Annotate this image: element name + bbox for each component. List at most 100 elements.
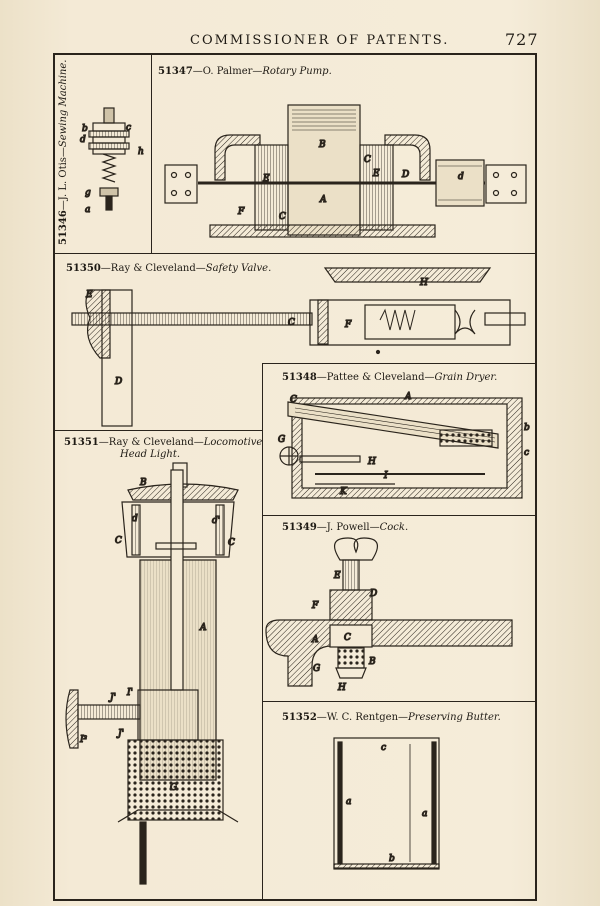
- figure-letter: G: [170, 783, 177, 793]
- caption-51351: 51351—Ray & Cleveland—Locomotive: [64, 437, 262, 448]
- figure-letter: E: [262, 174, 270, 184]
- figure-letter: C: [115, 536, 122, 546]
- figure-letter: H: [419, 278, 428, 288]
- figure-letter: c: [126, 123, 131, 133]
- caption-sep: —: [316, 372, 327, 383]
- figure-letter: D: [369, 589, 377, 599]
- figure-letter: d: [458, 172, 464, 182]
- figure-letter: F: [237, 207, 245, 217]
- figure-letter: D: [401, 170, 409, 180]
- figure-letter: a: [422, 809, 427, 819]
- figure-letter: G: [278, 435, 285, 445]
- invention-title-line2: Head Light.: [120, 449, 181, 460]
- figure-letter: h: [138, 147, 144, 157]
- invention-title: Grain Dryer.: [434, 372, 498, 383]
- patent-number: 51347: [158, 66, 193, 77]
- caption-sep: —: [252, 66, 263, 77]
- figure-letter: I²: [79, 735, 88, 745]
- inventor: Pattee & Cleveland: [326, 372, 425, 383]
- butter-figure: c a a b: [333, 737, 440, 870]
- figure-letter: B: [139, 478, 147, 488]
- figure-letter: d': [212, 516, 220, 526]
- invention-title: Cock.: [379, 522, 409, 533]
- figure-letter: H: [337, 683, 346, 693]
- caption-sep: —: [424, 372, 435, 383]
- sewing-machine-figure: c d b a g h: [79, 107, 144, 216]
- inventor: J. Powell: [326, 522, 370, 533]
- figure-letter: c: [381, 743, 386, 753]
- figure-letter: B: [368, 657, 376, 667]
- invention-title: Rotary Pump.: [262, 66, 332, 77]
- figure-letter: E: [372, 169, 380, 179]
- caption-51350: 51350—Ray & Cleveland—Safety Valve.: [66, 263, 271, 274]
- invention-title: Safety Valve.: [205, 263, 272, 274]
- figure-letter: d: [80, 135, 86, 145]
- figure-letter: b: [82, 124, 88, 134]
- caption-sep: —: [100, 263, 111, 274]
- page-number: 727: [505, 30, 539, 49]
- caption-sep: —: [195, 263, 206, 274]
- patent-number: 51351: [64, 437, 99, 448]
- page-header: COMMISSIONER OF PATENTS. 727: [0, 30, 600, 50]
- figure-letter: I: [383, 471, 388, 481]
- figure-letter: A: [404, 392, 412, 402]
- caption-51352: 51352—W. C. Rentgen—Preserving Butter.: [282, 712, 501, 723]
- caption-sep: —: [193, 437, 204, 448]
- figure-letter: C: [228, 538, 235, 548]
- cock-figure: E D F A C B G H: [265, 537, 513, 694]
- caption-sep: —: [316, 712, 327, 723]
- patent-number: 51348: [282, 372, 317, 383]
- caption-51347: 51347—O. Palmer—Rotary Pump.: [158, 66, 332, 77]
- figure-letter: C: [288, 318, 295, 328]
- invention-title: Locomotive: [203, 437, 263, 448]
- inventor: W. C. Rentgen: [326, 712, 399, 723]
- running-head: COMMISSIONER OF PATENTS.: [190, 33, 450, 48]
- figure-letter: C: [279, 212, 286, 222]
- figure-letter: F: [311, 601, 319, 611]
- figure-letter: g: [85, 188, 91, 198]
- figure-letter: A: [319, 195, 327, 205]
- caption-sep: —: [398, 712, 409, 723]
- divider: [53, 430, 262, 431]
- patent-number: 51349: [282, 522, 317, 533]
- divider: [53, 253, 537, 254]
- figure-letter: I': [126, 688, 133, 698]
- patent-number: 51352: [282, 712, 317, 723]
- figure-letter: a: [85, 205, 90, 215]
- caption-sep: —: [192, 66, 203, 77]
- divider: [262, 363, 537, 364]
- inventor: O. Palmer: [202, 66, 253, 77]
- figure-letter: F: [344, 320, 352, 330]
- figure-letter: a: [346, 797, 351, 807]
- patent-number: 51350: [66, 263, 101, 274]
- caption-51351-line2: Head Light.: [120, 449, 180, 460]
- grain-dryer-figure: A G C H I K b c: [277, 391, 531, 499]
- divider: [151, 53, 152, 253]
- figure-letter: E: [333, 571, 341, 581]
- rotary-pump-figure: B A E E C C D d F: [164, 104, 527, 238]
- caption-sep: —: [316, 522, 327, 533]
- figure-letter: C: [290, 395, 297, 405]
- divider: [262, 701, 537, 702]
- figure-letter: J': [116, 729, 124, 739]
- figure-letter: b: [389, 854, 395, 864]
- caption-51348: 51348—Pattee & Cleveland—Grain Dryer.: [282, 372, 497, 383]
- figure-letter: E: [85, 290, 93, 300]
- figure-letter: K: [339, 487, 348, 497]
- invention-title: Preserving Butter.: [408, 712, 501, 723]
- caption-sep: —: [98, 437, 109, 448]
- inventor: Ray & Cleveland: [108, 437, 194, 448]
- caption-sep: —: [369, 522, 380, 533]
- figure-letter: c: [524, 448, 529, 458]
- figure-letter: B: [318, 140, 326, 150]
- figure-letter: C: [344, 633, 351, 643]
- figure-letter: A: [199, 623, 207, 633]
- figure-letter: J': [108, 693, 116, 703]
- figure-letter: A: [311, 635, 319, 645]
- caption-51349: 51349—J. Powell—Cock.: [282, 522, 408, 533]
- plate-frame: [53, 53, 537, 901]
- figure-letter: H: [367, 457, 376, 467]
- figure-letter: D: [114, 377, 122, 387]
- inventor: Ray & Cleveland: [110, 263, 196, 274]
